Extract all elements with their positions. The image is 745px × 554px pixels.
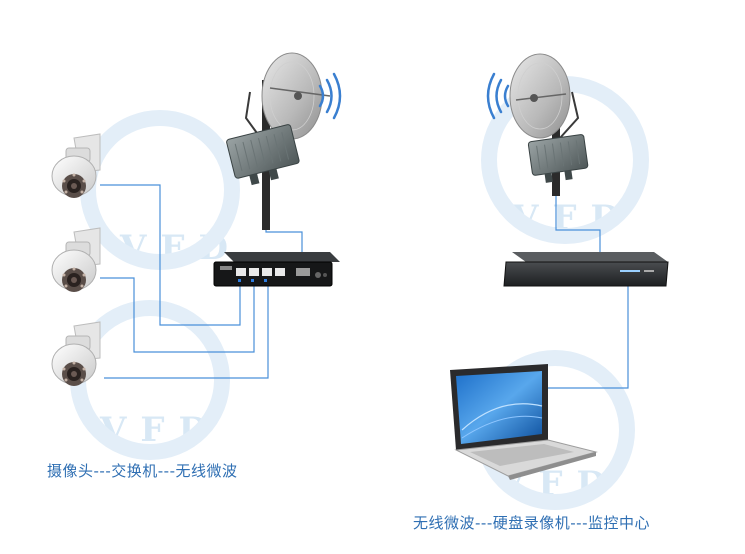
- antenna-assembly-right: [486, 53, 589, 196]
- cable-camera-3: [104, 284, 269, 379]
- cable-camera-2: [100, 277, 255, 353]
- ptz-dome-camera-icon: [51, 133, 101, 198]
- wifi-signal-icon: [318, 72, 342, 120]
- antenna-assembly-left: [226, 52, 342, 230]
- cable-radio-to-switch: [265, 182, 303, 252]
- nvr-recorder-icon: [503, 252, 669, 287]
- caption-left: 摄像头---交换机---无线微波: [47, 462, 238, 480]
- cables-right: [546, 190, 629, 389]
- cable-radio-to-nvr: [555, 190, 601, 252]
- caption-right: 无线微波---硬盘录像机---监控中心: [413, 514, 650, 532]
- ptz-dome-camera-icon: [51, 227, 101, 292]
- poe-switch-icon: [213, 252, 340, 287]
- wifi-signal-icon: [486, 72, 510, 120]
- watermark-logo-left: [70, 110, 240, 460]
- cable-nvr-to-laptop: [546, 283, 629, 389]
- mount-pole: [552, 78, 560, 196]
- laptop-icon: [450, 364, 598, 480]
- outdoor-wireless-bridge-icon: [527, 134, 589, 183]
- outdoor-wireless-bridge-icon: [226, 124, 300, 186]
- ptz-dome-camera-icon: [51, 321, 101, 386]
- parabolic-dish-antenna-icon: [509, 53, 580, 139]
- cable-camera-1: [100, 184, 241, 326]
